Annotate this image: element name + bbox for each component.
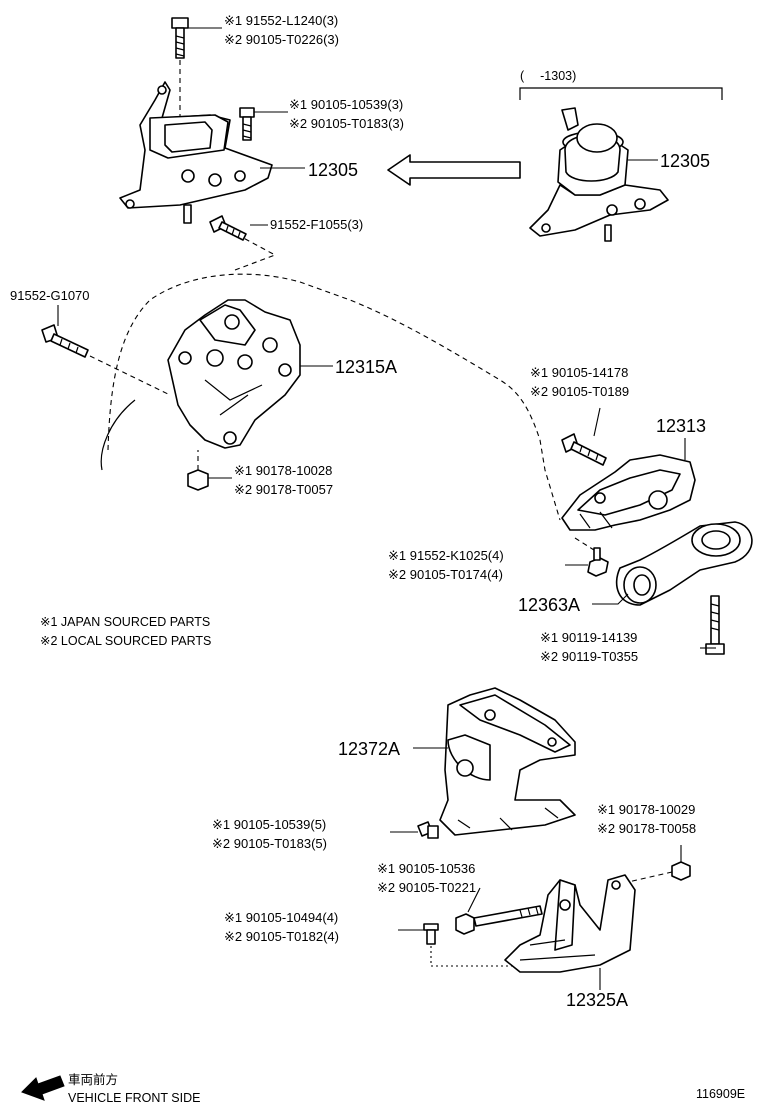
label-bolt-d-2: ※2 90119-T0355 xyxy=(540,649,638,664)
label-bolt-a-1: ※1 90105-10539(3) xyxy=(289,97,403,112)
label-range-bracket: ( -1303) xyxy=(520,69,576,83)
reference-arrow-icon xyxy=(387,154,521,186)
label-12372a: 12372A xyxy=(338,739,400,759)
label-front-jp: 車両前方 xyxy=(68,1072,118,1087)
bolt-g-icon xyxy=(455,905,543,935)
bolt-d-icon xyxy=(705,595,725,655)
engine-bracket-12315a-icon xyxy=(167,299,301,449)
label-front-en: VEHICLE FRONT SIDE xyxy=(68,1091,200,1105)
label-bolt-g1070: 91552-G1070 xyxy=(10,288,90,303)
bolt-c-icon xyxy=(574,537,609,577)
bolt-e-icon xyxy=(417,821,439,839)
label-bolt-h-2: ※2 90105-T0182(4) xyxy=(224,929,339,944)
engine-mount-12305-left-icon xyxy=(119,81,273,224)
label-bolt-b-1: ※1 90105-14178 xyxy=(530,365,628,380)
label-bolt-b-2: ※2 90105-T0189 xyxy=(530,384,629,399)
label-nut-b-2: ※2 90178-T0058 xyxy=(597,821,696,836)
label-top-bolt-1: ※1 91552-L1240(3) xyxy=(224,13,338,28)
label-bolt-f1055: 91552-F1055(3) xyxy=(270,217,363,232)
label-12305-right: 12305 xyxy=(660,151,710,171)
label-bolt-g-2: ※2 90105-T0221 xyxy=(377,880,476,895)
mount-bracket-12313-icon xyxy=(561,454,696,531)
note-local-sourced: ※2 LOCAL SOURCED PARTS xyxy=(40,634,211,648)
label-bolt-d-1: ※1 90119-14139 xyxy=(540,630,637,645)
diagram-code: 116909E xyxy=(696,1087,745,1101)
bolt-h-icon xyxy=(423,923,520,967)
label-12305-left: 12305 xyxy=(308,160,358,180)
label-bolt-c-1: ※1 91552-K1025(4) xyxy=(388,548,504,563)
label-bolt-g-1: ※1 90105-10536 xyxy=(377,861,475,876)
label-12363a: 12363A xyxy=(518,595,580,615)
transmission-mount-12372a-icon xyxy=(439,687,576,836)
label-12313: 12313 xyxy=(656,416,706,436)
engine-mount-12305-right-icon xyxy=(529,107,669,242)
note-japan-sourced: ※1 JAPAN SOURCED PARTS xyxy=(40,615,210,629)
bolt-f1055-icon xyxy=(209,215,247,241)
vehicle-front-arrow-icon xyxy=(21,1075,65,1101)
label-bolt-c-2: ※2 90105-T0174(4) xyxy=(388,567,503,582)
label-nut-a-2: ※2 90178-T0057 xyxy=(234,482,333,497)
bracket-12325a-icon xyxy=(504,874,636,973)
label-12325a: 12325A xyxy=(566,990,628,1010)
nut-a-icon xyxy=(187,450,209,491)
torque-rod-12363a-icon xyxy=(615,521,753,606)
label-nut-b-1: ※1 90178-10029 xyxy=(597,802,695,817)
label-bolt-e-2: ※2 90105-T0183(5) xyxy=(212,836,327,851)
label-12315a: 12315A xyxy=(335,357,397,377)
label-top-bolt-2: ※2 90105-T0226(3) xyxy=(224,32,339,47)
label-nut-a-1: ※1 90178-10028 xyxy=(234,463,332,478)
label-bolt-e-1: ※1 90105-10539(5) xyxy=(212,817,326,832)
bolt-g1070-icon xyxy=(41,324,89,358)
label-bolt-h-1: ※1 90105-10494(4) xyxy=(224,910,338,925)
label-bolt-a-2: ※2 90105-T0183(3) xyxy=(289,116,404,131)
bolt-b-icon xyxy=(561,433,607,466)
bolt-a-icon xyxy=(239,107,255,141)
